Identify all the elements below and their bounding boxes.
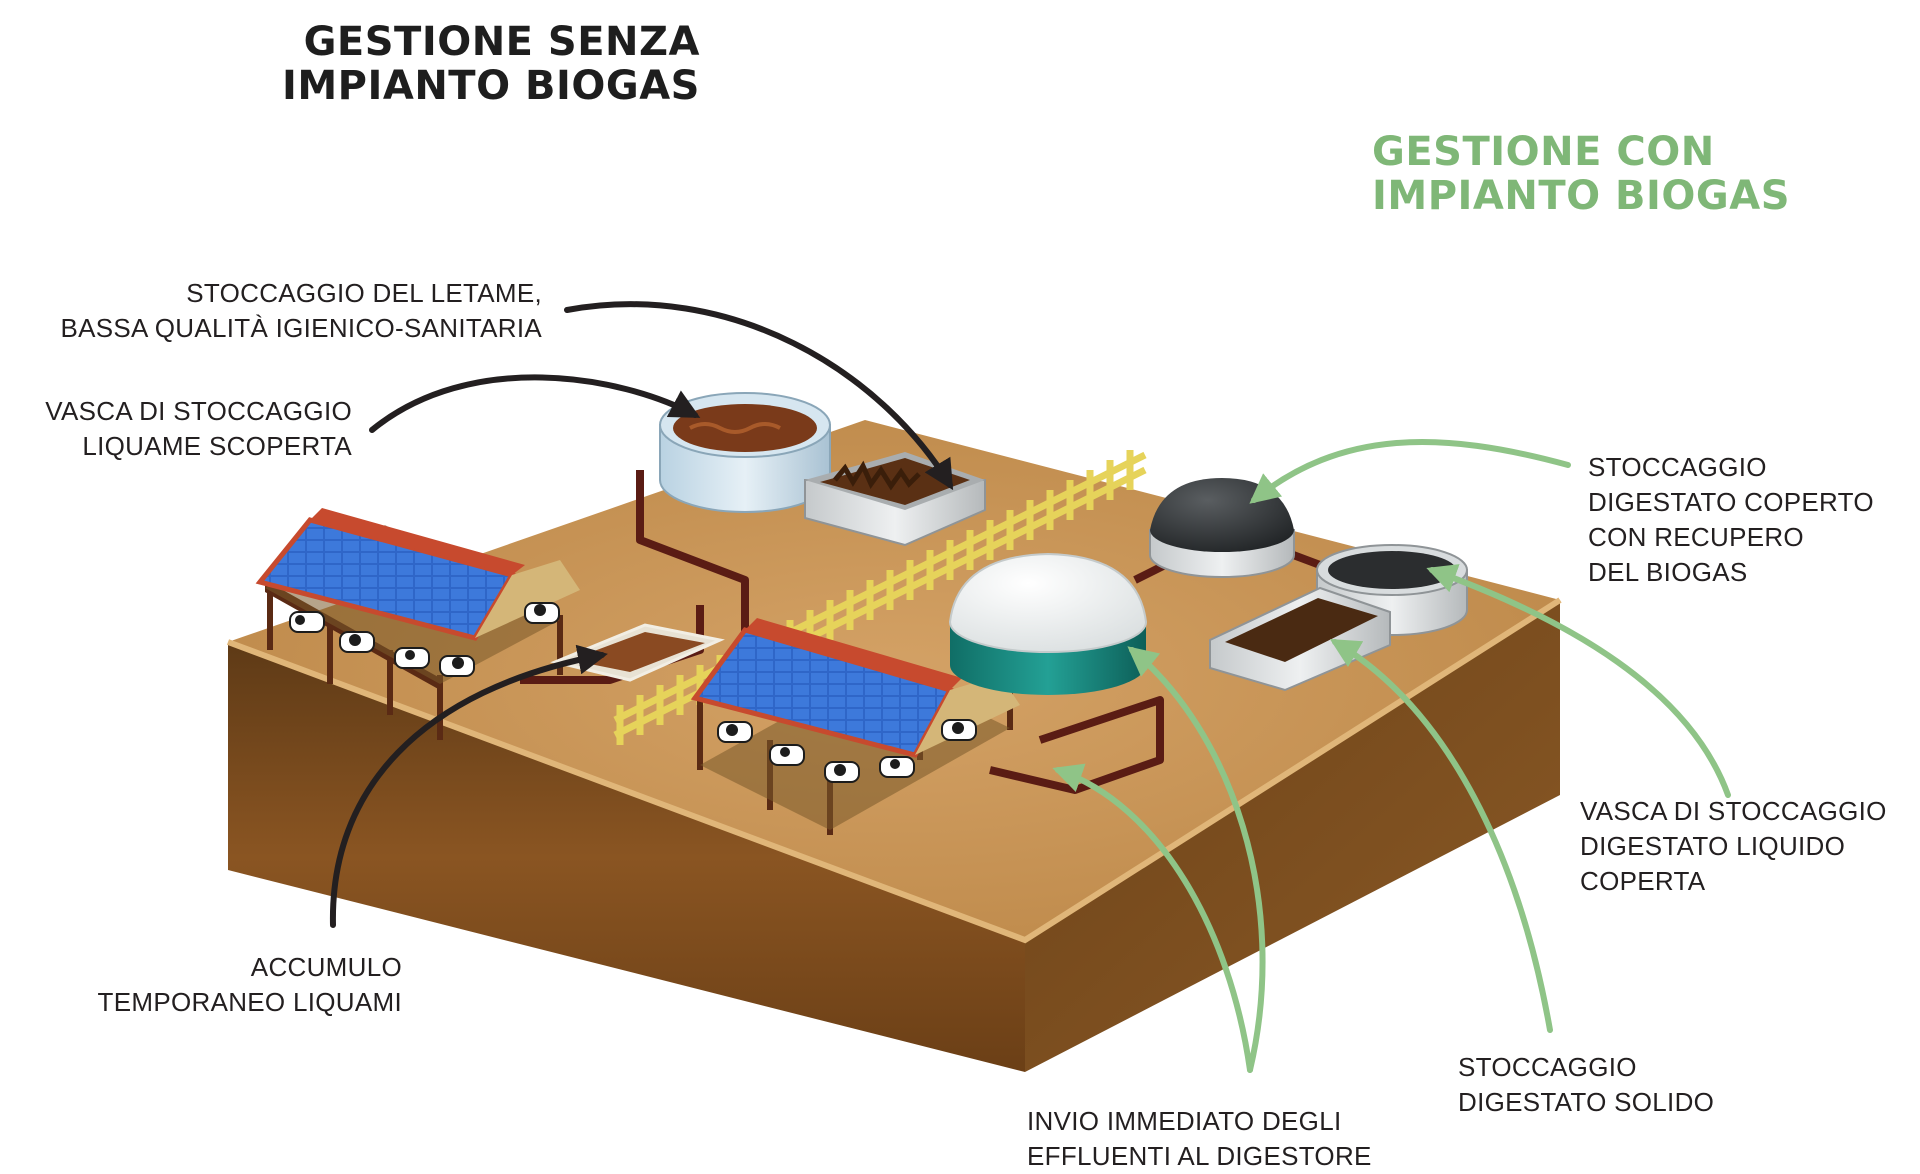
barn-center	[690, 618, 1020, 835]
label-digestato-coperto-line4: DEL BIOGAS	[1588, 557, 1748, 587]
cows	[289, 602, 977, 783]
arrow-digestato-solido	[1329, 638, 1553, 1033]
label-digestato-coperto-line2: DIGESTATO COPERTO	[1588, 487, 1874, 517]
title-without-line1: GESTIONE SENZA	[303, 19, 700, 65]
label-accumulo-line2: TEMPORANEO LIQUAMI	[97, 987, 402, 1017]
label-letame-line1: STOCCAGGIO DEL LETAME,	[186, 278, 542, 308]
arrow-invio-digestore	[1127, 646, 1266, 1073]
soil-right-face	[1025, 600, 1560, 1072]
title-with-biogas: GESTIONE CON IMPIANTO BIOGAS	[1372, 130, 1790, 218]
open-slurry-tank	[659, 392, 831, 513]
arrow-vasca-scoperta	[369, 374, 701, 433]
digester	[948, 552, 1148, 695]
label-vasca-coperta-line2: DIGESTATO LIQUIDO	[1580, 831, 1846, 861]
arrows-without-biogas	[329, 301, 954, 928]
title-with-line2: IMPIANTO BIOGAS	[1372, 173, 1791, 219]
label-vasca-coperta: VASCA DI STOCCAGGIO DIGESTATO LIQUIDO CO…	[1580, 794, 1887, 899]
label-vasca-scoperta: VASCA DI STOCCAGGIO LIQUAME SCOPERTA	[10, 394, 352, 464]
label-letame: STOCCAGGIO DEL LETAME, BASSA QUALITÀ IGI…	[20, 276, 542, 346]
label-digestato-solido-line2: DIGESTATO SOLIDO	[1458, 1087, 1715, 1117]
label-accumulo: ACCUMULO TEMPORANEO LIQUAMI	[40, 950, 402, 1020]
label-vasca-coperta-line1: VASCA DI STOCCAGGIO	[1580, 796, 1887, 826]
label-vasca-coperta-line3: COPERTA	[1580, 866, 1706, 896]
label-invio-line1: INVIO IMMEDIATO DEGLI	[1027, 1106, 1342, 1136]
title-with-line1: GESTIONE CON	[1372, 129, 1715, 175]
label-vasca-scoperta-line2: LIQUAME SCOPERTA	[82, 431, 352, 461]
label-digestato-coperto-line3: CON RECUPERO	[1588, 522, 1804, 552]
label-digestato-solido: STOCCAGGIO DIGESTATO SOLIDO	[1458, 1050, 1714, 1120]
arrow-invio-tubo	[1052, 763, 1253, 1073]
label-digestato-coperto: STOCCAGGIO DIGESTATO COPERTO CON RECUPER…	[1588, 450, 1874, 590]
soil-top-edge	[226, 597, 1562, 944]
arrow-digestato-coperto	[1249, 439, 1571, 504]
solid-digestate-storage	[1209, 586, 1391, 692]
title-without-biogas: GESTIONE SENZA IMPIANTO BIOGAS	[250, 20, 700, 108]
label-invio: INVIO IMMEDIATO DEGLI EFFLUENTI AL DIGES…	[1027, 1104, 1372, 1174]
arrow-letame	[564, 301, 954, 491]
arrow-vasca-coperta	[1426, 564, 1731, 798]
arrows-with-biogas	[1052, 439, 1731, 1073]
label-invio-line2: EFFLUENTI AL DIGESTORE	[1027, 1141, 1372, 1171]
covered-digestate-storage	[1149, 478, 1295, 578]
label-vasca-scoperta-line1: VASCA DI STOCCAGGIO	[45, 396, 352, 426]
arrow-accumulo	[329, 644, 608, 928]
soil-left-face	[228, 642, 1025, 1072]
title-without-line2: IMPIANTO BIOGAS	[281, 63, 700, 109]
fence	[613, 450, 1147, 745]
label-accumulo-line1: ACCUMULO	[250, 952, 402, 982]
label-digestato-solido-line1: STOCCAGGIO	[1458, 1052, 1637, 1082]
label-digestato-coperto-line1: STOCCAGGIO	[1588, 452, 1767, 482]
label-letame-line2: BASSA QUALITÀ IGIENICO-SANITARIA	[60, 313, 542, 343]
